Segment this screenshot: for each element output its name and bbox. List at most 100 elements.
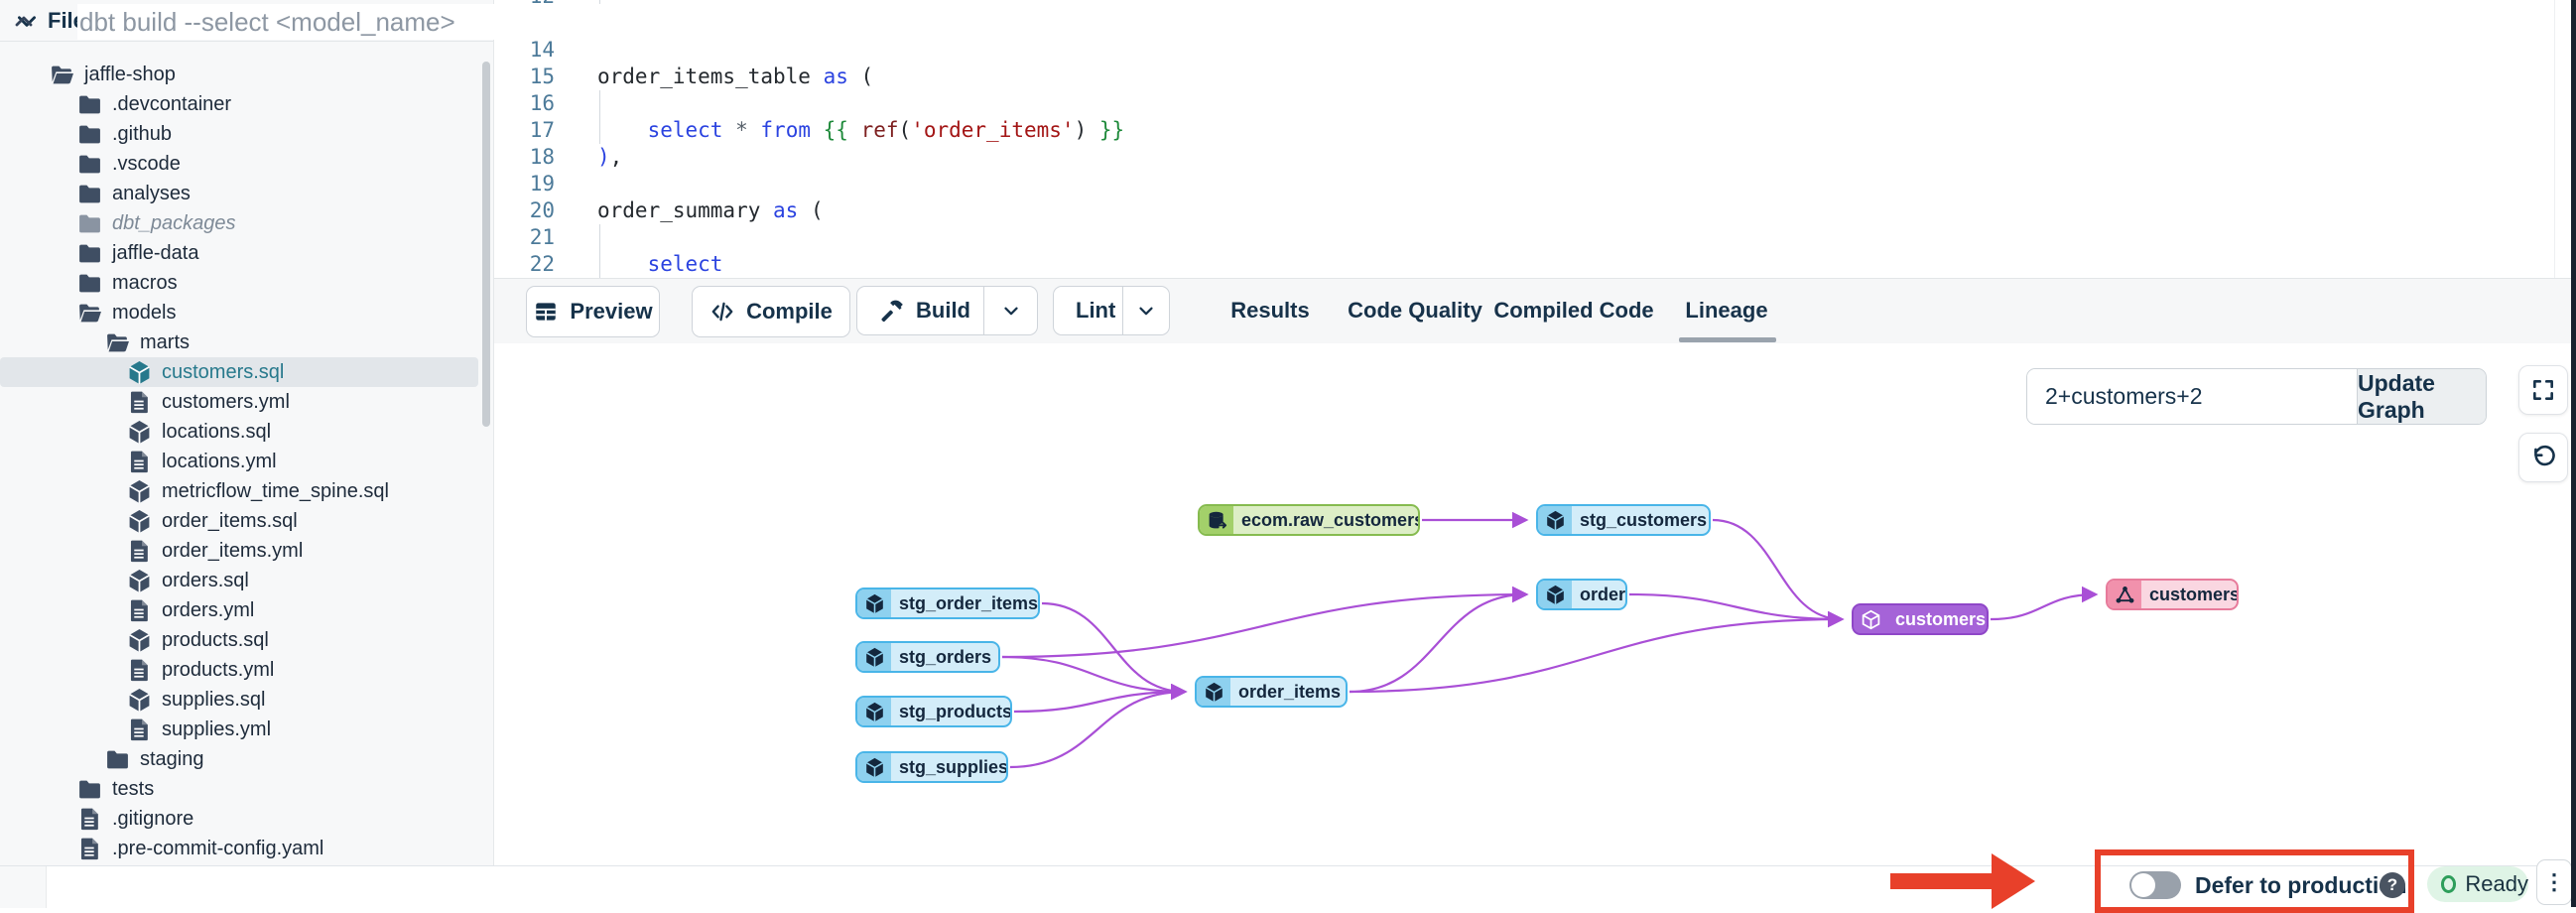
lineage-node-stg-orders[interactable]: stg_orders	[855, 641, 1000, 673]
line-number: 14	[529, 38, 555, 62]
tree-item-order-items-yml[interactable]: order_items.yml	[0, 536, 478, 566]
ready-circle-icon	[2441, 875, 2457, 893]
tree-item-label: customers.yml	[162, 390, 290, 413]
doc-icon	[77, 837, 102, 861]
reset-view-button[interactable]	[2518, 433, 2568, 482]
tree-item-products-sql[interactable]: products.sql	[0, 625, 478, 655]
preview-button[interactable]: Preview	[526, 286, 660, 337]
tree-item-analyses[interactable]: analyses	[0, 179, 478, 208]
node-label: stg_customers	[1580, 509, 1708, 530]
tab-results[interactable]: Results	[1230, 297, 1310, 323]
compile-button[interactable]: Compile	[692, 286, 850, 337]
model-icon	[127, 420, 152, 445]
line-number: 19	[529, 172, 555, 196]
graph-search-group: Update Graph	[2026, 368, 2487, 425]
tree-item-supplies-yml[interactable]: supplies.yml	[0, 715, 478, 744]
lineage-node-customers[interactable]: customers	[1852, 603, 1989, 635]
tree-item--gitignore[interactable]: .gitignore	[0, 804, 478, 834]
tree-item-metricflow-time-spine-sql[interactable]: metricflow_time_spine.sql	[0, 476, 478, 506]
editor-scrollbar-track[interactable]	[2554, 0, 2555, 278]
tree-item-customers-yml[interactable]: customers.yml	[0, 387, 478, 417]
code-line-22: 22 select	[494, 251, 722, 278]
graph-search-input[interactable]	[2027, 369, 2357, 424]
tree-item--github[interactable]: .github	[0, 119, 478, 149]
window-edge	[2571, 0, 2576, 907]
lineage-node-stg-products[interactable]: stg_products	[855, 696, 1012, 727]
bottom-left-pad	[0, 866, 47, 908]
tree-item-supplies-sql[interactable]: supplies.sql	[0, 685, 478, 715]
lineage-node-customers-semantic[interactable]: customers	[2106, 579, 2239, 610]
tree-item-marts[interactable]: marts	[0, 327, 478, 357]
tree-item-models[interactable]: models	[0, 298, 478, 327]
chevron-up-icon[interactable]	[12, 10, 36, 34]
tree-item-tests[interactable]: tests	[0, 774, 478, 804]
indent-guide	[599, 251, 600, 278]
tab-code-quality[interactable]: Code Quality	[1348, 297, 1482, 323]
tree-item--vscode[interactable]: .vscode	[0, 149, 478, 179]
annotation-arrow-head	[1992, 853, 2035, 909]
tree-item-label: metricflow_time_spine.sql	[162, 479, 389, 502]
tree-item-label: macros	[112, 271, 178, 294]
status-badge[interactable]: Ready	[2427, 866, 2528, 902]
lineage-node-orders[interactable]: orders	[1536, 579, 1627, 610]
tab-lineage[interactable]: Lineage	[1685, 297, 1768, 323]
code-line-19: 19	[494, 171, 597, 197]
folder-open-icon	[77, 301, 102, 326]
tree-item--devcontainer[interactable]: .devcontainer	[0, 89, 478, 119]
help-icon[interactable]: ?	[2380, 872, 2405, 898]
code-line-16: 16	[494, 90, 600, 117]
code-icon	[709, 299, 735, 325]
sidebar-scrollbar[interactable]	[482, 62, 490, 427]
kebab-menu-button[interactable]: ⋮	[2536, 859, 2572, 905]
tree-item-customers-sql[interactable]: customers.sql	[0, 357, 478, 387]
tree-item-label: jaffle-data	[112, 241, 199, 264]
cube-icon	[1538, 506, 1572, 534]
lineage-node-stg-customers[interactable]: stg_customers	[1536, 504, 1711, 536]
folder-open-icon	[105, 330, 130, 355]
lineage-node-stg-order-items[interactable]: stg_order_items	[855, 587, 1040, 619]
defer-to-production-toggle[interactable]	[2129, 871, 2181, 899]
line-number: 18	[529, 145, 555, 169]
fullscreen-button[interactable]	[2518, 365, 2568, 415]
tree-item-label: models	[112, 301, 177, 324]
button-label: Preview	[570, 299, 653, 324]
lineage-node-ecom-raw-customers[interactable]: ecom.raw_customers	[1198, 504, 1420, 536]
tree-item-orders-sql[interactable]: orders.sql	[0, 566, 478, 595]
lineage-node-order-items[interactable]: order_items	[1195, 676, 1348, 708]
reset-icon	[2534, 445, 2555, 466]
tree-item-label: customers.sql	[162, 360, 285, 383]
node-label: order_items	[1238, 681, 1342, 702]
tree-item-dbt-packages[interactable]: dbt_packages	[0, 208, 478, 238]
tree-item-staging[interactable]: staging	[0, 744, 478, 774]
node-label: customers	[2149, 584, 2239, 604]
build-button[interactable]: Build	[856, 286, 1038, 335]
update-graph-button[interactable]: Update Graph	[2357, 369, 2486, 424]
tree-item-jaffle-shop[interactable]: jaffle-shop	[0, 60, 478, 89]
lint-button[interactable]: Lint	[1053, 286, 1170, 335]
folder-icon	[77, 152, 102, 177]
tab-compiled-code[interactable]: Compiled Code	[1493, 297, 1654, 323]
tree-item-locations-sql[interactable]: locations.sql	[0, 417, 478, 447]
tree-item-orders-yml[interactable]: orders.yml	[0, 595, 478, 625]
doc-icon	[127, 598, 152, 623]
lineage-node-stg-supplies[interactable]: stg_supplies	[855, 751, 1008, 783]
cube-icon	[857, 589, 891, 617]
tree-item-products-yml[interactable]: products.yml	[0, 655, 478, 685]
chevron-down-icon[interactable]	[1123, 287, 1169, 334]
code-line-18: 18),	[494, 144, 623, 171]
tree-item-jaffle-data[interactable]: jaffle-data	[0, 238, 478, 268]
cube-icon	[857, 643, 891, 671]
tree-item-macros[interactable]: macros	[0, 268, 478, 298]
tree-item-locations-yml[interactable]: locations.yml	[0, 447, 478, 476]
tree-item-order-items-sql[interactable]: order_items.sql	[0, 506, 478, 536]
chevron-down-icon[interactable]	[984, 287, 1037, 334]
line-number: 16	[529, 91, 555, 115]
tree-item-label: analyses	[112, 182, 191, 204]
tree-item--pre-commit-config-yaml[interactable]: .pre-commit-config.yaml	[0, 834, 478, 863]
command-input[interactable]	[77, 4, 1570, 40]
line-number: 15	[529, 65, 555, 88]
file-explorer-sidebar: File Explorer jaffle-shop.devcontainer.g…	[0, 0, 494, 865]
